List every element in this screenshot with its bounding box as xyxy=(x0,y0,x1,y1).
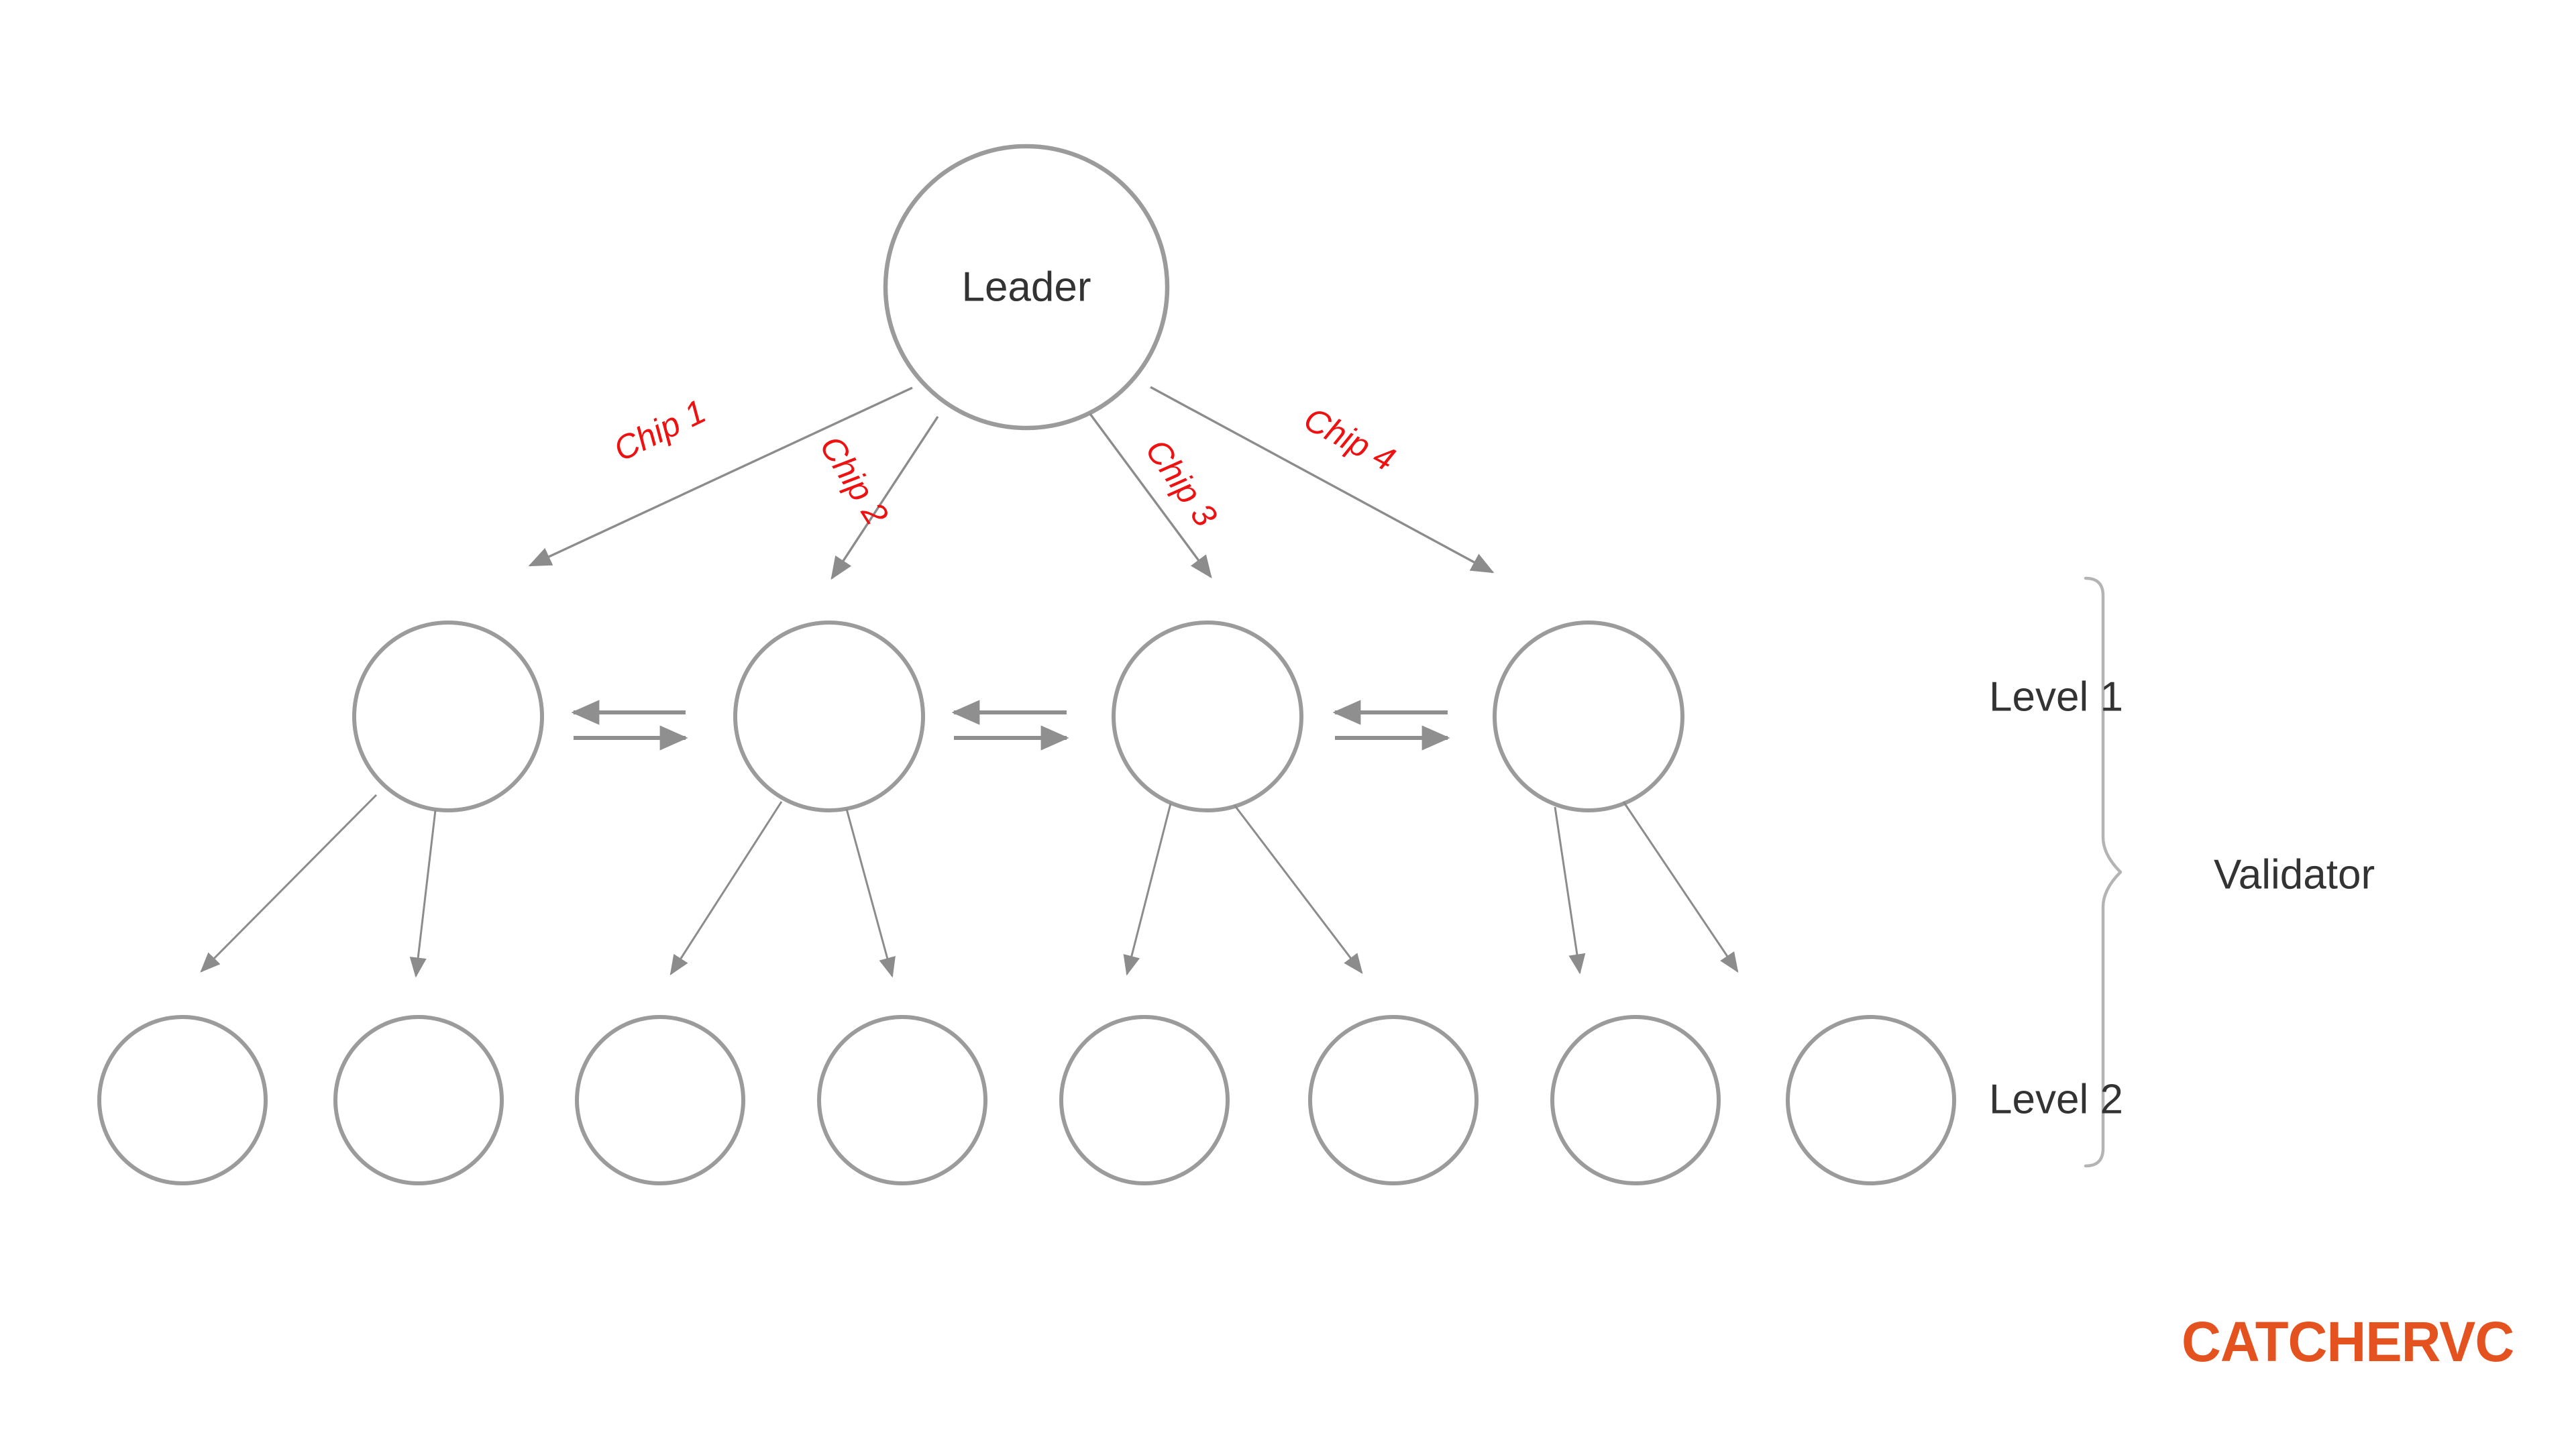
level1-node-4[interactable] xyxy=(1493,621,1684,812)
level-2-node-group xyxy=(97,1015,1956,1185)
validator-label: Validator xyxy=(2214,851,2375,898)
level2-node-7[interactable] xyxy=(1550,1015,1721,1185)
level2-node-6[interactable] xyxy=(1308,1015,1479,1185)
chip-3-line xyxy=(1089,413,1212,579)
level2-node-2[interactable] xyxy=(333,1015,504,1185)
leader-node-circle[interactable] xyxy=(883,144,1170,431)
child-edge-group xyxy=(200,794,1739,978)
level1-node-1[interactable] xyxy=(352,621,544,812)
chip-2-label: Chip 2 xyxy=(812,429,896,531)
edge-l1n1-l2n1 xyxy=(200,794,378,973)
exchange-3-4 xyxy=(1332,700,1450,751)
edge-l1n3-l2n5 xyxy=(1123,803,1172,976)
level2-node-5[interactable] xyxy=(1059,1015,1230,1185)
chip-3-group: Chip 3 xyxy=(1089,413,1225,579)
chip-4-line xyxy=(1150,386,1495,574)
chip-2-line xyxy=(830,416,939,580)
level-1-node-group xyxy=(352,621,1684,812)
catchervc-logo: CATCHERVC xyxy=(2182,1310,2514,1373)
leader-node[interactable]: Leader xyxy=(883,144,1170,431)
validator-bracket xyxy=(2084,576,2123,1168)
level2-node-3[interactable] xyxy=(575,1015,745,1185)
level-1-exchange-group xyxy=(571,700,1450,751)
chip-2-group: Chip 2 xyxy=(812,416,939,580)
level-1-label: Level 1 xyxy=(1989,674,2123,720)
validator-bracket-group xyxy=(2084,576,2123,1168)
edge-l1n2-l2n3 xyxy=(669,801,783,976)
exchange-1-2 xyxy=(571,700,688,751)
edge-l1n3-l2n6 xyxy=(1233,804,1363,974)
edge-l1n4-l2n8 xyxy=(1622,801,1739,973)
level2-node-4[interactable] xyxy=(817,1015,987,1185)
leader-node-label: Leader xyxy=(961,264,1091,310)
chip-3-label: Chip 3 xyxy=(1138,433,1225,534)
level1-node-3[interactable] xyxy=(1112,621,1303,812)
level1-node-2[interactable] xyxy=(733,621,925,812)
chip-4-label: Chip 4 xyxy=(1298,400,1401,478)
edge-l1n4-l2n7 xyxy=(1554,806,1586,975)
edge-l1n2-l2n4 xyxy=(845,808,896,978)
exchange-2-3 xyxy=(951,700,1069,751)
chip-1-label: Chip 1 xyxy=(608,392,711,469)
edge-l1n1-l2n2 xyxy=(409,810,437,978)
chip-1-line xyxy=(528,386,913,567)
level2-node-8[interactable] xyxy=(1786,1015,1956,1185)
level2-node-1[interactable] xyxy=(97,1015,268,1185)
level-2-label: Level 2 xyxy=(1989,1076,2123,1122)
